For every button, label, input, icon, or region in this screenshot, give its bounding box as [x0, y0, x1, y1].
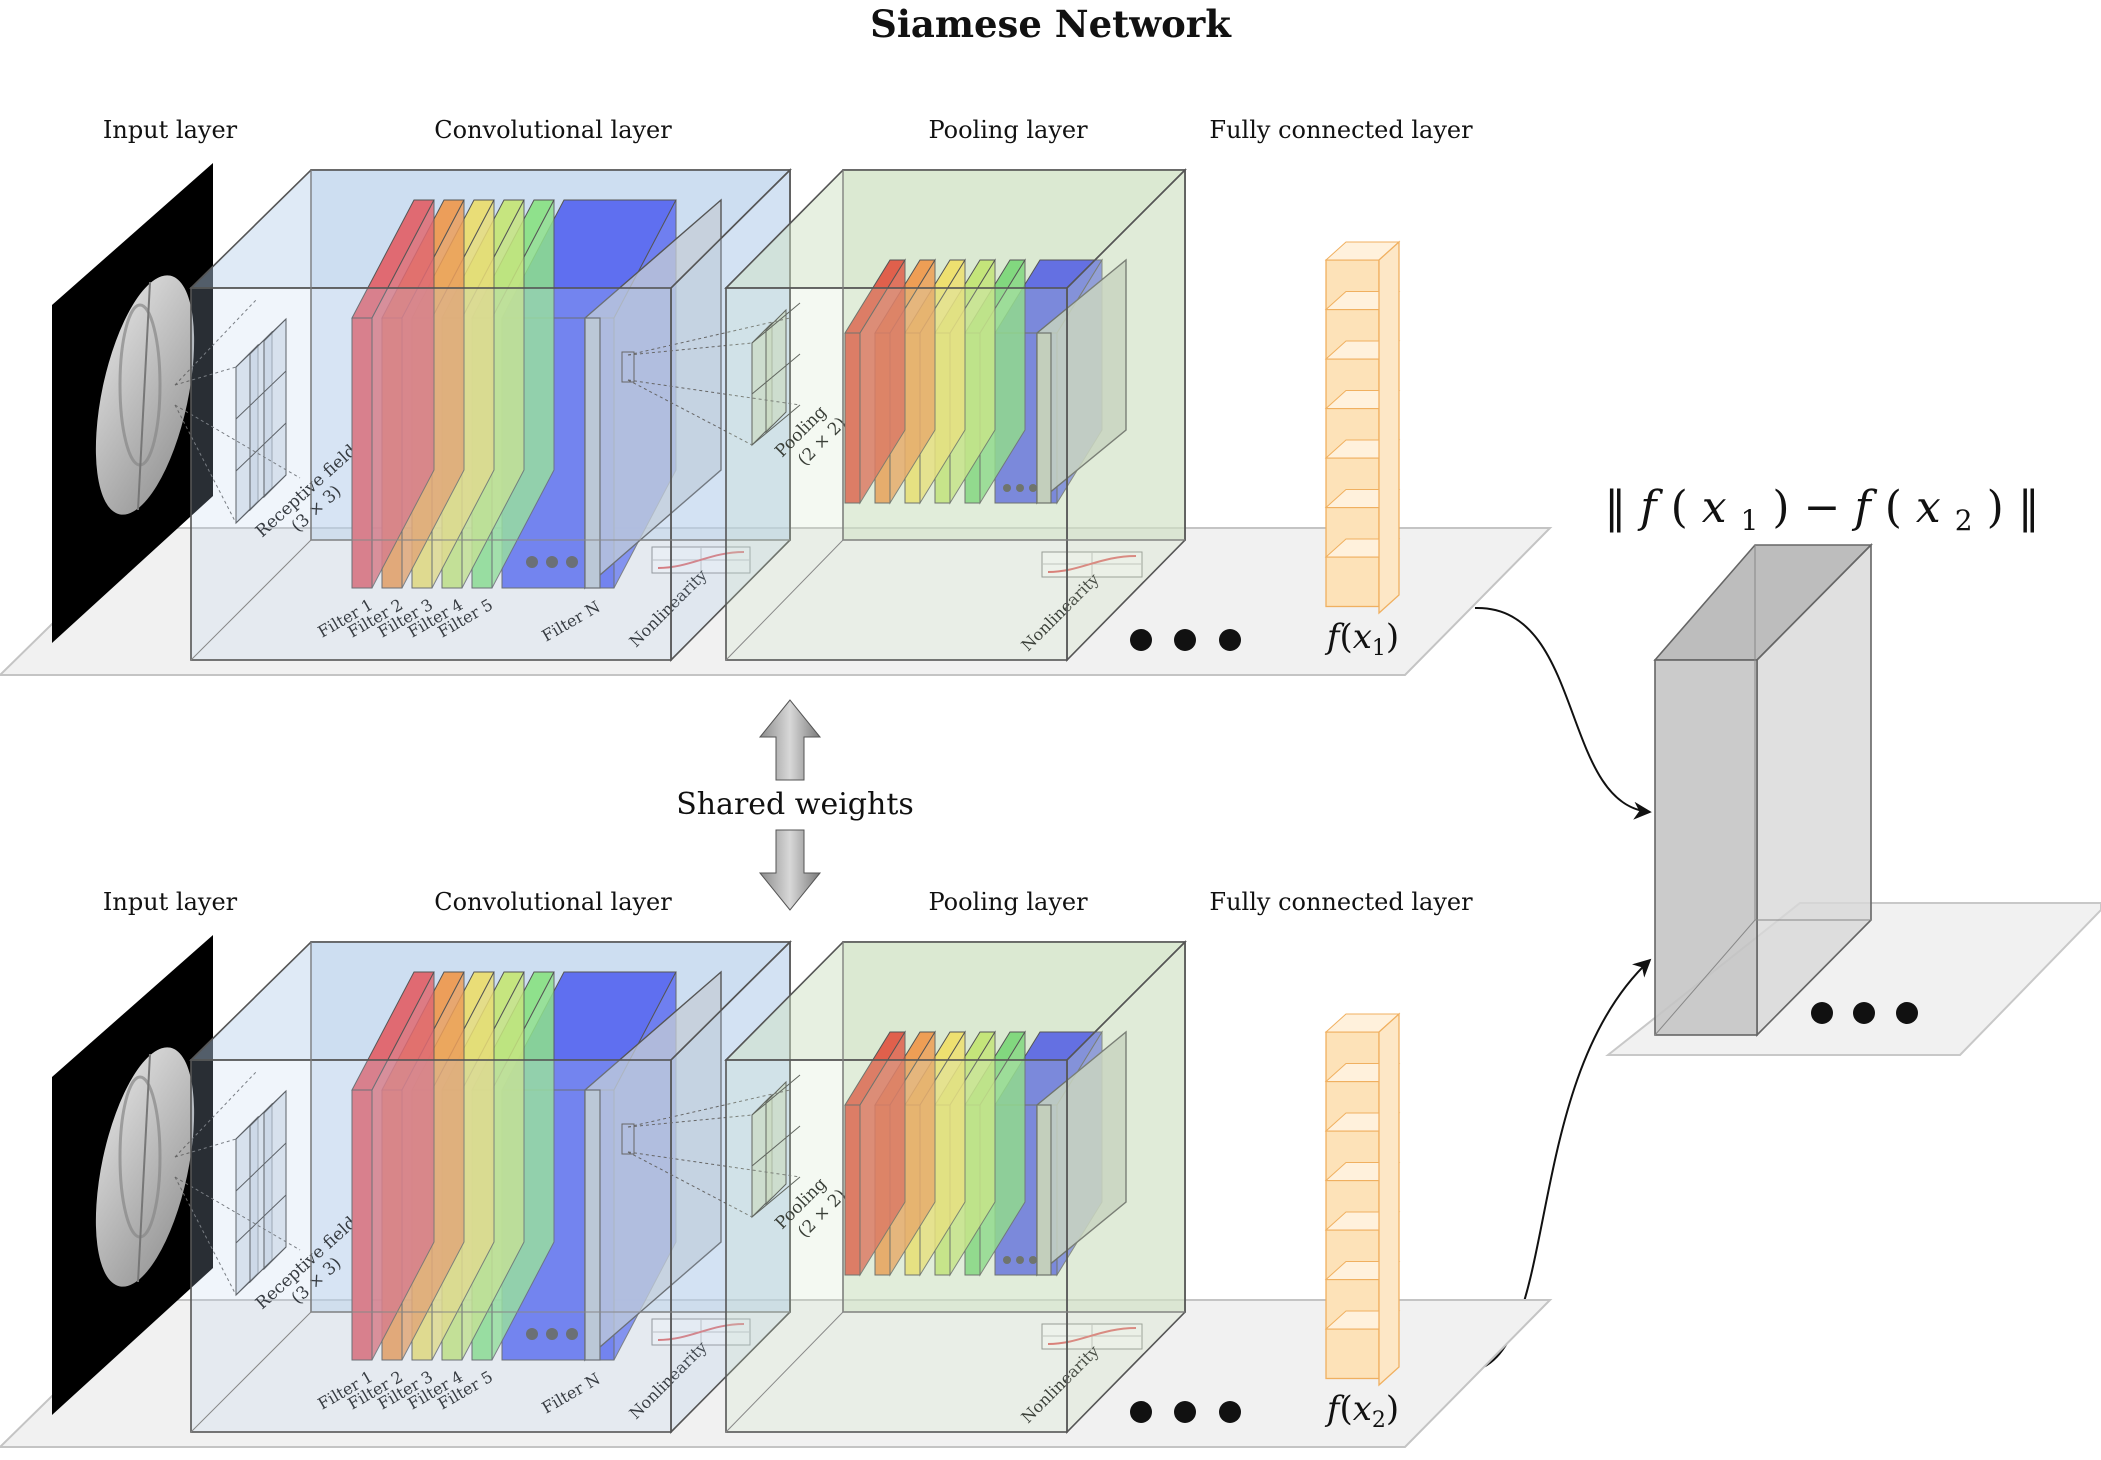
branch-top: Input layer Convolutional layer Pooling la…	[0, 116, 1553, 676]
pool-box-front	[725, 1059, 1068, 1433]
distance-ellipsis	[1811, 1002, 1918, 1024]
distance-var-2: x	[1916, 482, 1941, 533]
receptive-field-grid	[174, 299, 301, 525]
branch-bottom: Input layer Convolutional layer Pooling la…	[0, 888, 1553, 1448]
output-sub: 2	[1372, 1408, 1386, 1433]
distance-var-1: x	[1702, 482, 1727, 533]
fc-layer-label: Fully connected layer	[1209, 116, 1473, 144]
norm-open: ‖	[1604, 482, 1626, 533]
conv-layer-label: Convolutional layer	[434, 116, 672, 144]
conv-box-front	[190, 287, 672, 661]
input-layer-label: Input layer	[103, 116, 238, 144]
connector-top	[1474, 606, 1652, 820]
fc-column	[1324, 1012, 1401, 1387]
distance-block: ‖ f ( x 1 ) − f ( x 2 ) ‖	[1604, 482, 2101, 1056]
layer-ellipsis	[1130, 1401, 1241, 1423]
distance-sub-2: 2	[1955, 504, 1973, 537]
input-layer-label: Input layer	[103, 888, 238, 916]
distance-sub-1: 1	[1741, 504, 1759, 537]
output-var: x	[1353, 617, 1372, 657]
receptive-field-grid	[174, 1071, 301, 1297]
pool-layer-label: Pooling layer	[928, 888, 1088, 916]
shared-weights-label: Shared weights	[676, 787, 914, 822]
shared-weights-arrows: Shared weights	[676, 699, 914, 911]
output-var: x	[1353, 1389, 1372, 1429]
layer-ellipsis	[1130, 629, 1241, 651]
conv-box-front	[190, 1059, 672, 1433]
conv-layer-label: Convolutional layer	[434, 888, 672, 916]
distance-fn-1: f	[1637, 482, 1663, 533]
distance-fn-2: f	[1851, 482, 1877, 533]
distance-box-front	[1654, 659, 1758, 1036]
connector-bottom	[1461, 958, 1652, 1373]
distance-minus: −	[1804, 482, 1841, 533]
fc-column	[1324, 240, 1401, 615]
up-arrow-icon	[758, 699, 822, 781]
output-sub: 1	[1372, 636, 1386, 661]
pooling-grid	[627, 1074, 801, 1219]
output-label: f(x2)	[1324, 1389, 1399, 1433]
distance-formula: ‖ f ( x 1 ) − f ( x 2 ) ‖	[1604, 482, 2039, 541]
fc-layer-label: Fully connected layer	[1209, 888, 1473, 916]
down-arrow-icon	[758, 829, 822, 911]
pool-box-front	[725, 287, 1068, 661]
pooling-grid	[627, 302, 801, 447]
diagram-title: Siamese Network	[870, 2, 1231, 46]
output-label: f(x1)	[1324, 617, 1399, 661]
norm-close: ‖	[2018, 482, 2040, 533]
pool-layer-label: Pooling layer	[928, 116, 1088, 144]
